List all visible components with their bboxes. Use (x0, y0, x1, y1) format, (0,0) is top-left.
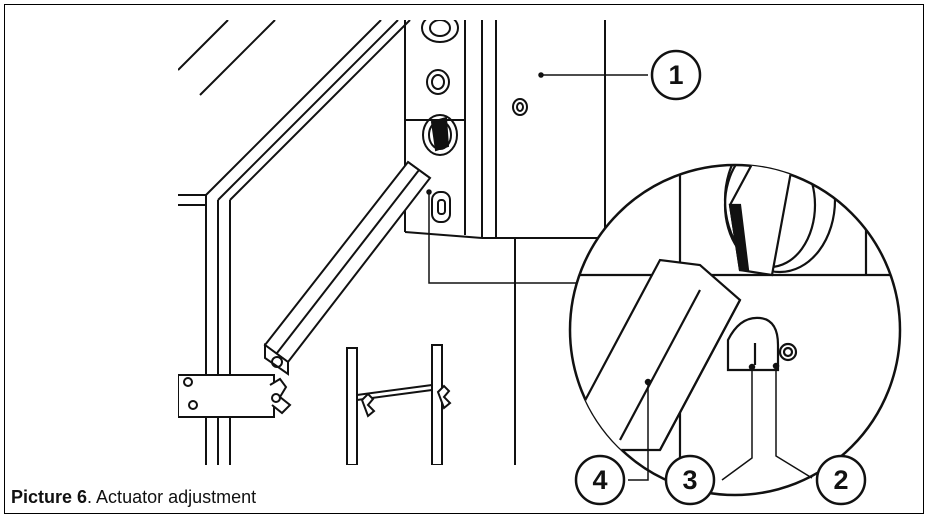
svg-text:4: 4 (592, 465, 607, 495)
panel-components (421, 20, 528, 223)
callout-1: 1 (650, 49, 702, 101)
detail-leaders (628, 362, 813, 481)
svg-text:3: 3 (682, 465, 697, 495)
figure-caption: Picture 6. Actuator adjustment (11, 487, 256, 508)
door-frame (178, 20, 411, 465)
callout-2: 2 (815, 454, 867, 506)
main-view (178, 20, 743, 465)
main-leaders (426, 72, 648, 284)
actuator-arm (263, 160, 432, 376)
figure-frame (4, 4, 924, 514)
detail-view (568, 163, 902, 497)
callout-3: 3 (664, 454, 716, 506)
cabinet-panel (404, 20, 743, 465)
svg-text:2: 2 (833, 465, 848, 495)
caption-text: . Actuator adjustment (87, 487, 257, 507)
caption-label: Picture 6 (11, 487, 88, 507)
support-rails (346, 344, 452, 465)
bottom-bracket (178, 374, 292, 418)
callout-4: 4 (574, 454, 626, 506)
svg-text:1: 1 (668, 60, 683, 90)
